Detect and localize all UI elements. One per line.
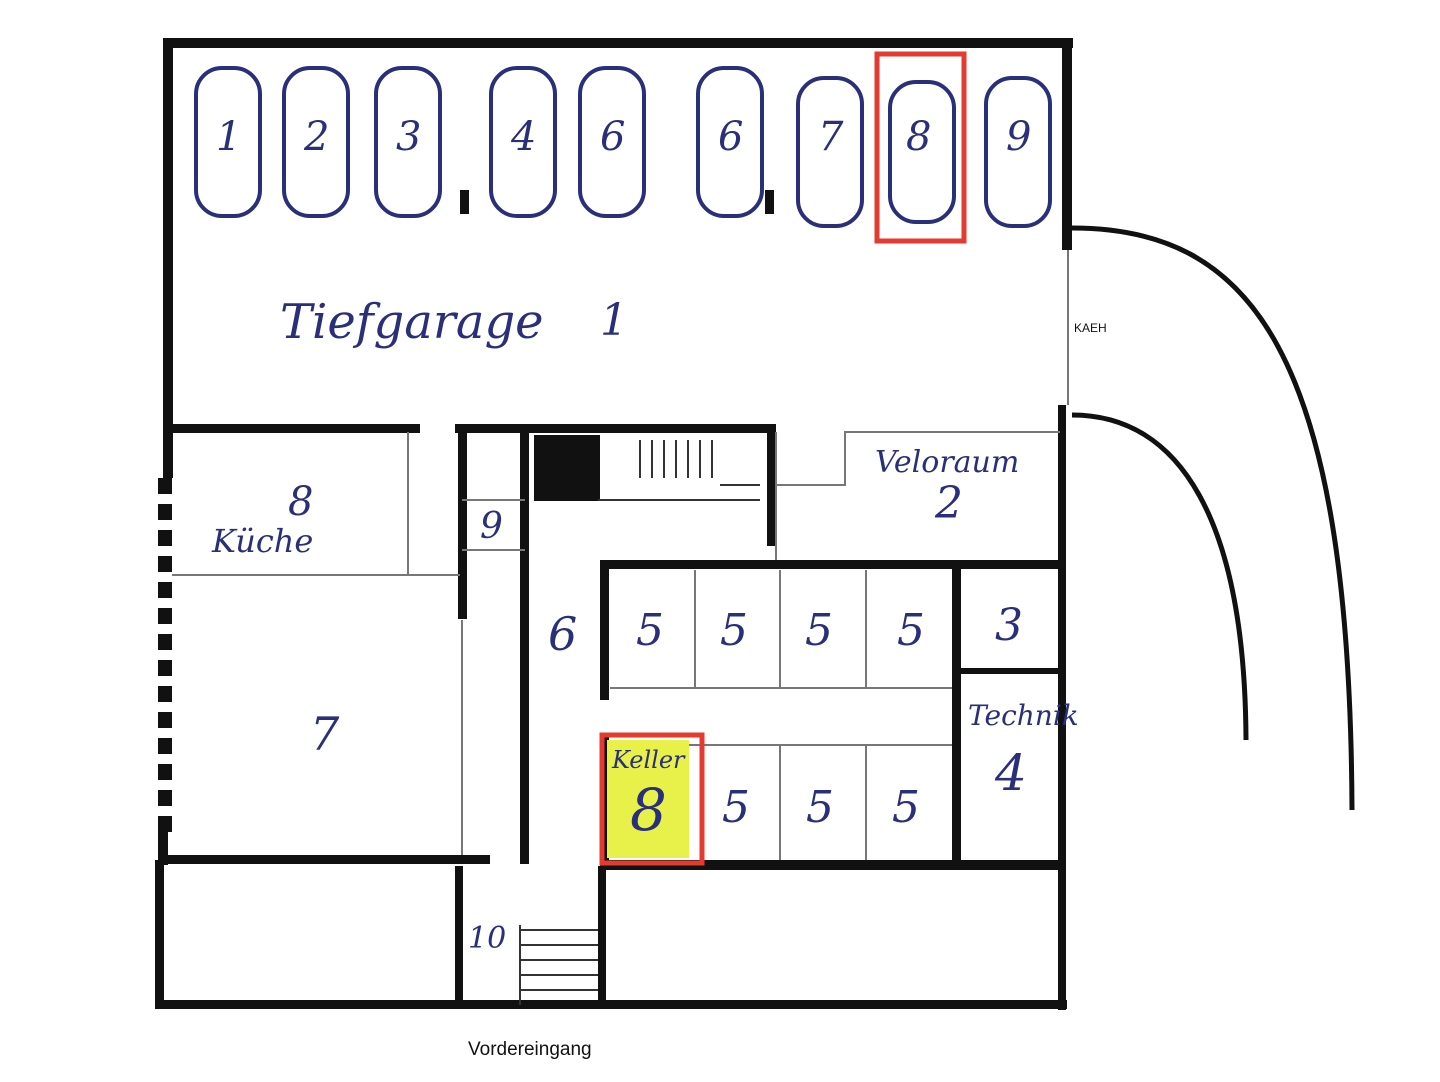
storage-5: 5 xyxy=(720,605,748,656)
parking-spot-number: 3 xyxy=(396,114,421,160)
storage-5: 5 xyxy=(897,605,925,656)
car-outline xyxy=(796,76,864,228)
storage-5: 5 xyxy=(892,782,920,833)
parking-spot-6[interactable]: 6 xyxy=(696,66,764,218)
parking-spot-9[interactable]: 9 xyxy=(984,76,1052,228)
parking-spot-number: 9 xyxy=(1006,114,1031,160)
kueche-label: Küche xyxy=(211,522,313,560)
entrance-label: Vordereingang xyxy=(468,1039,592,1060)
wall-segment xyxy=(158,660,172,676)
room-6-label: 6 xyxy=(548,607,577,661)
parking-spot-4[interactable]: 4 xyxy=(489,66,557,218)
wall-segment xyxy=(158,582,172,598)
wall-segment xyxy=(158,712,172,728)
car-outline xyxy=(194,66,262,218)
car-outline xyxy=(578,66,646,218)
parking-spots: 1 2 3 4 6 6 7 8 9 xyxy=(194,66,1052,228)
keller-highlight xyxy=(607,740,689,858)
parking-spot-number: 7 xyxy=(818,114,844,160)
wall-segment xyxy=(158,790,172,806)
parking-spot-number: 6 xyxy=(600,114,625,160)
pillar xyxy=(765,190,774,214)
parking-spot-number: 6 xyxy=(718,114,743,160)
technik-label: Technik xyxy=(968,699,1079,732)
wall-segment xyxy=(158,816,172,832)
wall-segment xyxy=(158,634,172,650)
parking-spot-5[interactable]: 6 xyxy=(578,66,646,218)
car-outline xyxy=(696,66,764,218)
parking-spot-8[interactable]: 8 xyxy=(888,80,956,224)
kueche-number: 8 xyxy=(288,479,313,525)
wall-segment xyxy=(158,556,172,572)
stair-10-label: 10 xyxy=(468,921,506,956)
keller-label: Keller xyxy=(611,746,686,774)
parking-spot-number: 2 xyxy=(303,114,329,160)
outer-walls xyxy=(155,38,1073,1010)
wall-segment xyxy=(158,504,172,520)
wall-segment xyxy=(158,608,172,624)
wall-segment xyxy=(158,686,172,702)
storage-5: 5 xyxy=(806,782,834,833)
parking-spot-number: 8 xyxy=(906,114,931,160)
car-outline xyxy=(282,66,350,218)
parking-spot-number: 4 xyxy=(510,114,536,160)
car-outline xyxy=(888,80,956,224)
technik-number: 4 xyxy=(994,744,1027,802)
pillar xyxy=(460,190,469,214)
storage-5: 5 xyxy=(636,605,664,656)
wall-segment xyxy=(158,764,172,780)
room-7-label: 7 xyxy=(310,707,340,761)
wall-segment xyxy=(158,478,172,494)
room-3-label: 3 xyxy=(995,600,1023,651)
car-outline xyxy=(374,66,442,218)
parking-spot-2[interactable]: 2 xyxy=(282,66,350,218)
dashed-wall xyxy=(158,478,172,865)
garage-side-label: KAEH xyxy=(1074,321,1107,335)
parking-spot-number: 1 xyxy=(216,114,241,160)
car-outline xyxy=(489,66,557,218)
room-9-label: 9 xyxy=(480,506,503,547)
staircase xyxy=(519,440,760,1005)
spot-8-highlight-box[interactable] xyxy=(874,51,967,244)
keller-number: 8 xyxy=(630,776,667,844)
veloraum-label: Veloraum xyxy=(875,445,1019,480)
garage-label: Tiefgarage xyxy=(280,294,544,350)
garage-number: 1 xyxy=(600,295,628,346)
veloraum-number: 2 xyxy=(934,478,963,529)
storage-5: 5 xyxy=(805,605,833,656)
wall-segment xyxy=(158,530,172,546)
car-outline xyxy=(984,76,1052,228)
storage-5: 5 xyxy=(722,782,750,833)
parking-spot-7[interactable]: 7 xyxy=(796,76,864,228)
wall-segment xyxy=(158,738,172,754)
keller-highlight-box[interactable] xyxy=(599,732,705,866)
parking-spot-3[interactable]: 3 xyxy=(374,66,442,218)
parking-spot-1[interactable]: 1 xyxy=(194,66,262,218)
driveway-ramp xyxy=(1071,225,1355,811)
